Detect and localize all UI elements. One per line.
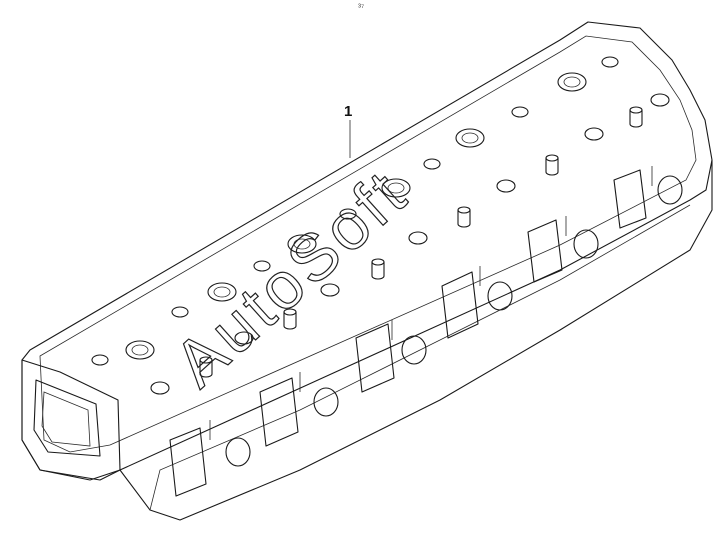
watermark-text: AutoSoft	[160, 155, 421, 401]
callout-1: 1	[344, 103, 352, 158]
watermark-logo: AutoSoft	[159, 154, 422, 401]
cylinder-head-outline	[21, 21, 713, 521]
top-mark: ³⁷	[358, 2, 364, 12]
callout-label: 1	[344, 103, 352, 120]
valve-bosses	[91, 56, 670, 395]
port-openings	[169, 169, 683, 497]
side-bolts	[209, 166, 653, 440]
